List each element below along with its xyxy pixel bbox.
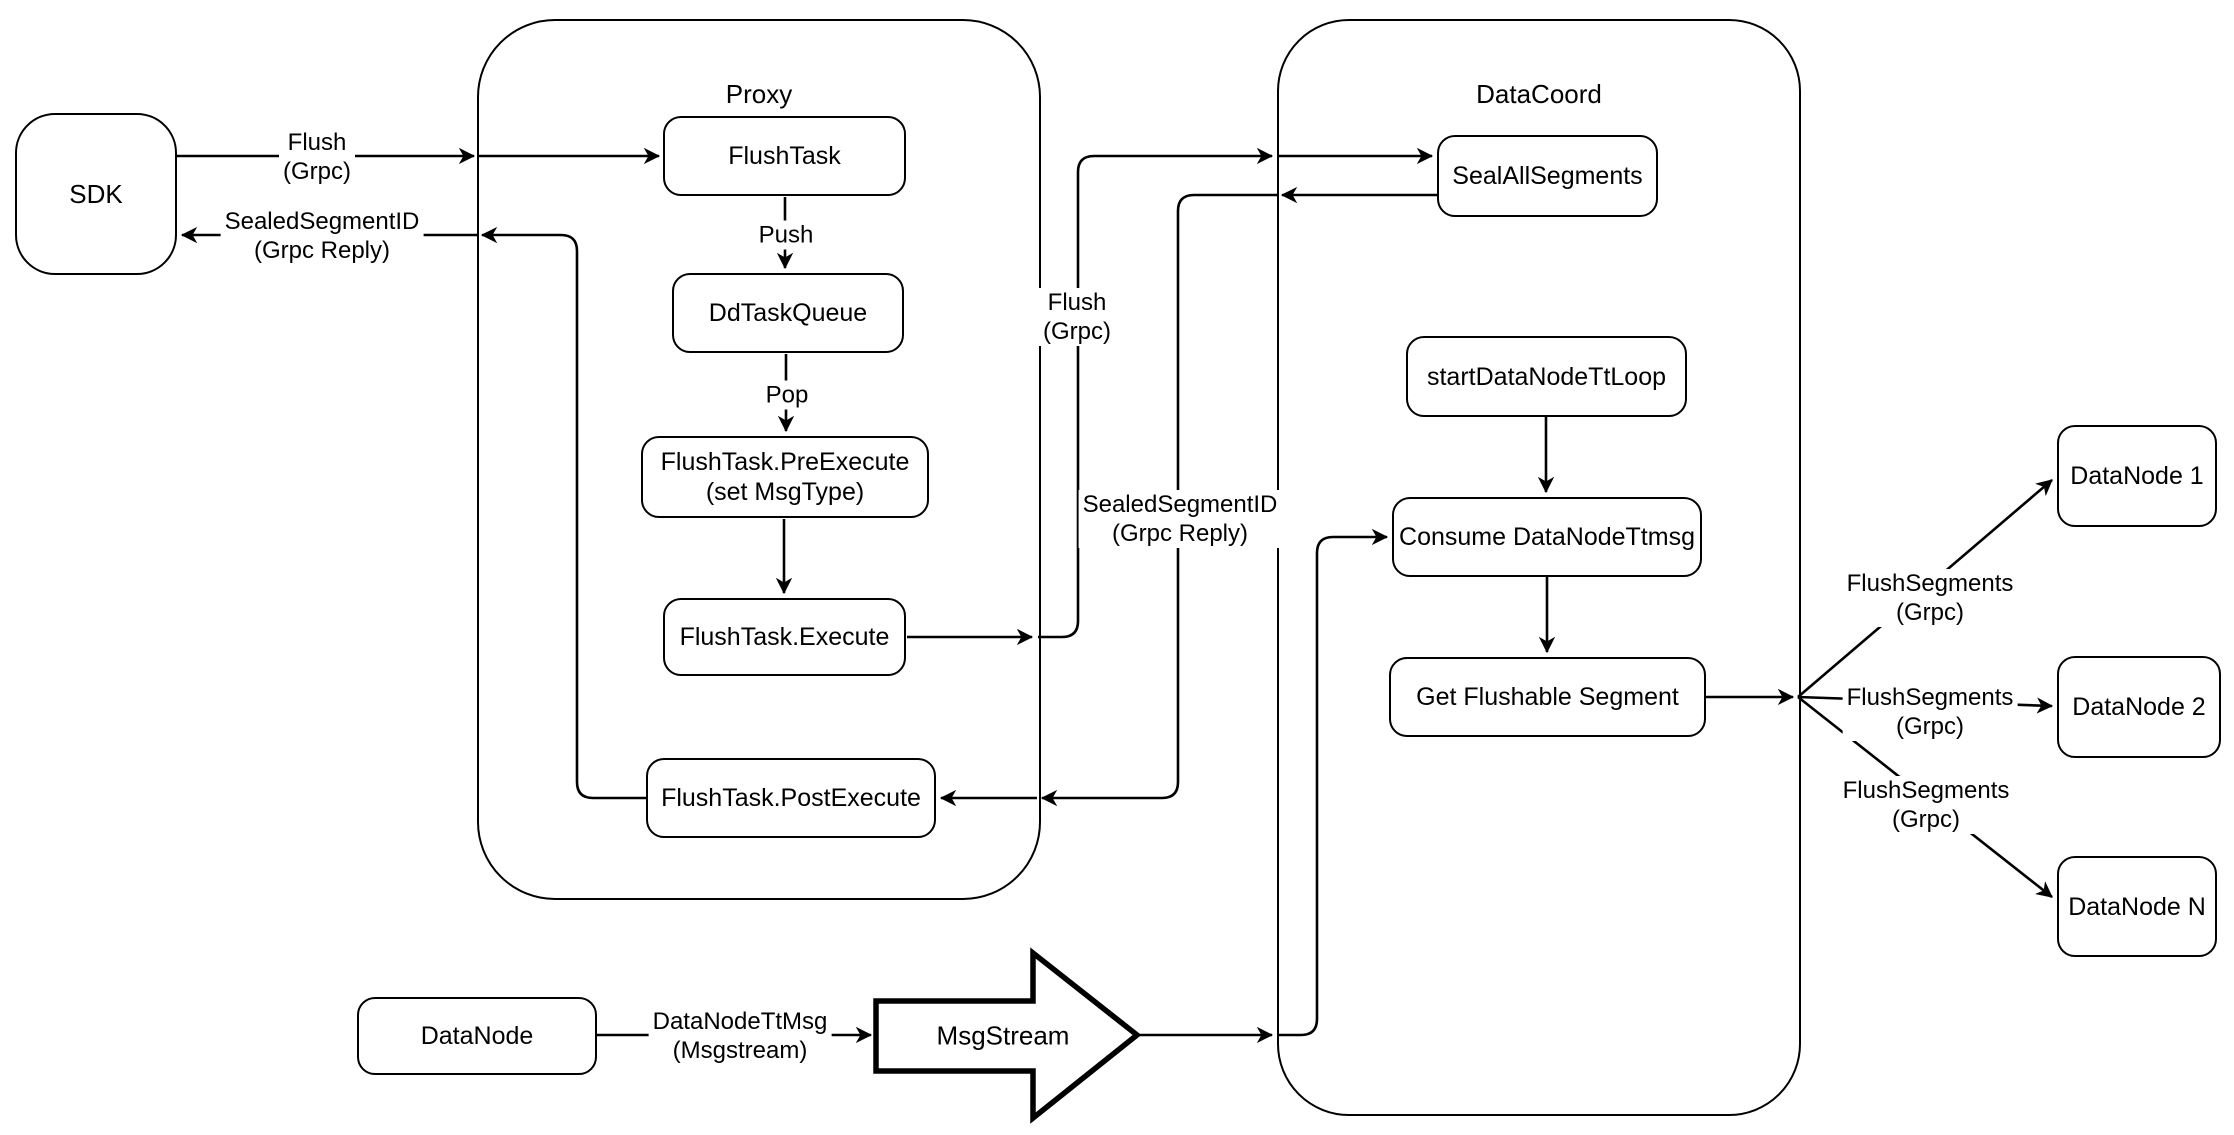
node-ddtaskqueue: DdTaskQueue (672, 273, 904, 353)
node-flushtask-postexecute: FlushTask.PostExecute (646, 758, 936, 838)
label-flush-grpc-sdk: Flush (Grpc) (279, 128, 355, 186)
node-startdatanodettloop-label: startDataNodeTtLoop (1426, 362, 1667, 391)
node-sealallsegments-label: SealAllSegments (1452, 162, 1643, 190)
node-datanode-source: DataNode (357, 997, 597, 1075)
proxy-container: Proxy (477, 19, 1041, 900)
node-datanode-1: DataNode 1 (2057, 425, 2217, 527)
node-get-flushable-segment: Get Flushable Segment (1389, 657, 1706, 737)
label-sealedsegmentid-mid: SealedSegmentID (Grpc Reply) (1078, 490, 1282, 548)
node-consume-datanodettmsg: Consume DataNodeTtmsg (1392, 497, 1702, 577)
label-flush-grpc-mid: Flush (Grpc) (1039, 288, 1115, 346)
node-flushtask-execute: FlushTask.Execute (663, 598, 906, 676)
proxy-title: Proxy (725, 79, 793, 109)
node-datanode-2: DataNode 2 (2057, 656, 2221, 758)
edge-flush-grpc-to-datacoord (1038, 156, 1272, 639)
datacoord-title: DataCoord (1476, 79, 1602, 109)
node-flushtask-label: FlushTask (728, 142, 841, 170)
label-sealedsegmentid-sdk: SealedSegmentID (Grpc Reply) (220, 207, 424, 265)
label-pop: Pop (761, 380, 813, 410)
node-postexecute-label: FlushTask.PostExecute (661, 784, 921, 812)
node-sdk: SDK (15, 113, 177, 275)
node-flushtask: FlushTask (663, 116, 906, 196)
node-getflushable-label: Get Flushable Segment (1416, 683, 1679, 711)
label-flushsegments-1: FlushSegments (Grpc) (1842, 569, 2018, 627)
msgstream-label: MsgStream (936, 1020, 1070, 1051)
label-flushsegments-3: FlushSegments (Grpc) (1838, 776, 2014, 834)
label-flushsegments-2: FlushSegments (Grpc) (1842, 683, 2018, 741)
datacoord-container: DataCoord (1277, 19, 1801, 1116)
node-execute-label: FlushTask.Execute (679, 623, 890, 651)
node-preexecute-line2: (set MsgType) (705, 478, 865, 506)
node-startdatanodettloop: startDataNodeTtLoop (1406, 336, 1687, 417)
node-sdk-label: SDK (69, 179, 123, 209)
node-datanode-source-label: DataNode (420, 1022, 534, 1050)
msgstream-shape (873, 947, 1142, 1124)
node-datanode2-label: DataNode 2 (2072, 693, 2206, 721)
node-sealallsegments: SealAllSegments (1437, 135, 1658, 217)
label-push: Push (754, 220, 818, 250)
edge-msgstream-to-consume (1277, 537, 1387, 1037)
node-datanode-n: DataNode N (2057, 856, 2217, 957)
edge-postexecute-to-proxy-left (482, 235, 646, 800)
node-preexecute-line1: FlushTask.PreExecute (660, 448, 910, 476)
node-flushtask-preexecute: FlushTask.PreExecute (set MsgType) (641, 436, 929, 518)
node-datanode1-label: DataNode 1 (2070, 462, 2204, 490)
node-consume-label: Consume DataNodeTtmsg (1399, 523, 1695, 551)
node-ddtaskqueue-label: DdTaskQueue (708, 299, 868, 327)
node-datanoden-label: DataNode N (2068, 892, 2206, 921)
label-datanodettmsg: DataNodeTtMsg (Msgstream) (648, 1007, 832, 1065)
